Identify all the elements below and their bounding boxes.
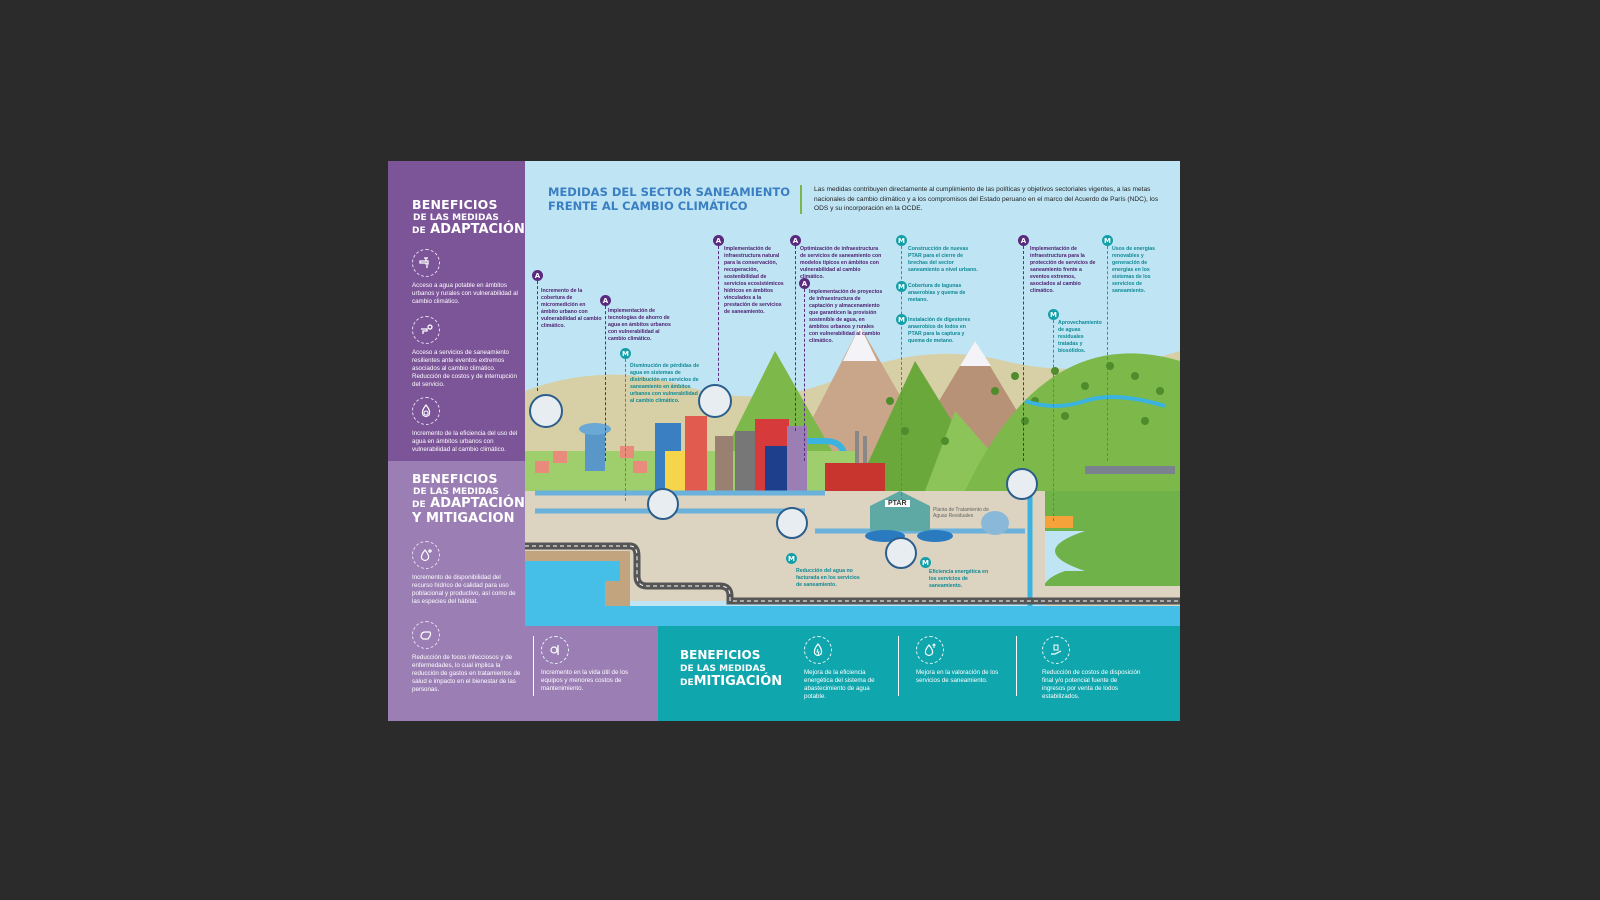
page-title: MEDIDAS DEL SECTOR SANEAMIENTO FRENTE AL… [548,185,790,213]
hand-wash-icon [412,621,440,649]
benefit-item: Acceso a agua potable en ámbitos urbanos… [412,249,522,306]
benefit-item: Acceso a servicios de saneamiento resili… [412,316,522,389]
callout-text: Optimización de infraestructura de servi… [800,246,882,280]
callout-text: Construcción de nuevas PTAR para el cier… [908,246,978,273]
solar-panels [1085,466,1175,474]
benefit-item: Incremento de la eficiencia del uso del … [412,397,522,454]
intro-paragraph: Las medidas contribuyen directamente al … [800,185,1170,214]
title-line-2: FRENTE AL CAMBIO CLIMÁTICO [548,199,748,213]
mitigation-badge: M [1048,309,1059,320]
drop-up-icon [916,636,944,664]
title-line-1: MEDIDAS DEL SECTOR SANEAMIENTO [548,185,791,199]
benefit-item: Mejora de la eficiencia energética del s… [804,636,884,701]
divider [898,636,899,696]
callout-text: Reducción del agua no facturada en los s… [796,568,860,588]
callout-leader-line [1023,246,1024,461]
callout-leader-line [718,246,719,381]
bottom-adapt-mitig-panel: Incremento en la vida útil de los equipo… [525,626,658,721]
adaptacion-heading: BENEFICIOS DE LAS MEDIDAS DE ADAPTACIÓN [412,197,525,237]
callout-text: Eficiencia energética en los servicios d… [929,569,989,589]
callout-leader-line [1053,320,1054,521]
adaptation-badge: A [790,235,801,246]
sidebar-adaptacion-mitigacion: BENEFICIOS DE LAS MEDIDAS DE ADAPTACIÓN … [388,461,525,721]
mitigation-badge: M [620,348,631,359]
benefit-item: Incremento en la vida útil de los equipo… [541,636,641,693]
callout-text: Cobertura de lagunas anaerobias y quema … [908,283,966,303]
energy-drop-icon [804,636,832,664]
sea [525,606,1180,626]
buildings [655,416,807,491]
callout-text: Aprovechamiento de aguas residuales trat… [1058,320,1102,354]
water-tower [585,431,605,471]
gear-tool-icon [541,636,569,664]
faucet-icon [412,249,440,277]
callout-leader-line [625,359,626,501]
adaptation-badge: A [799,278,810,289]
callout-text: Implementación de infraestructura para l… [1030,246,1096,294]
adaptation-badge: A [532,270,543,281]
divider [1016,636,1017,696]
benefit-item: Mejora en la valoración de los servicios… [916,636,1016,685]
detail-circles [529,384,1038,569]
callout-text: Implementación de tecnologías de ahorro … [608,308,671,342]
benefit-item: Incremento de disponibilidad del recurso… [412,541,522,606]
callout-leader-line [537,281,538,391]
mitigation-badge: M [896,314,907,325]
callout-text: Implementación de infraestructura natura… [724,246,784,315]
farmland [1042,491,1180,601]
factory [825,463,885,491]
sanitation-tap-icon [412,316,440,344]
mitigation-badge: M [920,557,931,568]
mitigacion-panel: BENEFICIOS DE LAS MEDIDAS DEMITIGACIÓN M… [658,626,1180,721]
callout-text: Incremento de la cobertura de micromedic… [541,288,602,329]
sidebar-adaptacion: BENEFICIOS DE LAS MEDIDAS DE ADAPTACIÓN … [388,161,525,461]
callout-leader-line [605,306,606,461]
adaptation-badge: A [1018,235,1029,246]
callout-leader-line [795,246,796,431]
dump-truck [1045,516,1073,528]
callout-text: Instalación de digestores anaerobios de … [908,317,971,344]
mitigacion-heading: BENEFICIOS DE LAS MEDIDAS DEMITIGACIÓN [680,648,783,689]
river [1024,395,1166,408]
adaptation-badge: A [600,295,611,306]
mitigation-badge: M [896,235,907,246]
ptar-sign: PTAR [885,500,910,507]
callout-leader-line [1107,246,1108,461]
ptar-caption: Planta de Tratamiento de Aguas Residuale… [933,507,989,519]
water-drop-plus-icon [412,541,440,569]
callout-leader-line [804,289,805,461]
water-gear-icon [412,397,440,425]
benefit-item: Reducción de costos de disposición final… [1042,636,1142,701]
adaptation-badge: A [713,235,724,246]
callout-text: Usos de energías renovables y generación… [1112,246,1155,294]
divider [533,636,534,696]
callout-leader-line [901,246,902,501]
scene-illustration [525,326,1180,626]
callout-text: Implementación de proyectos de infraestr… [809,289,883,344]
hand-coin-icon [1042,636,1070,664]
callout-text: Disminución de pérdidas de agua en siste… [630,363,700,404]
mitigation-badge: M [786,553,797,564]
mitigation-badge: M [1102,235,1113,246]
benefit-item: Reducción de focos infecciosos y de enfe… [412,621,522,694]
mitigation-badge: M [896,281,907,292]
infographic-poster: MEDIDAS DEL SECTOR SANEAMIENTO FRENTE AL… [388,161,1180,721]
adapt-mitig-heading: BENEFICIOS DE LAS MEDIDAS DE ADAPTACIÓN … [412,471,525,526]
houses [535,446,647,473]
lake [525,561,620,616]
